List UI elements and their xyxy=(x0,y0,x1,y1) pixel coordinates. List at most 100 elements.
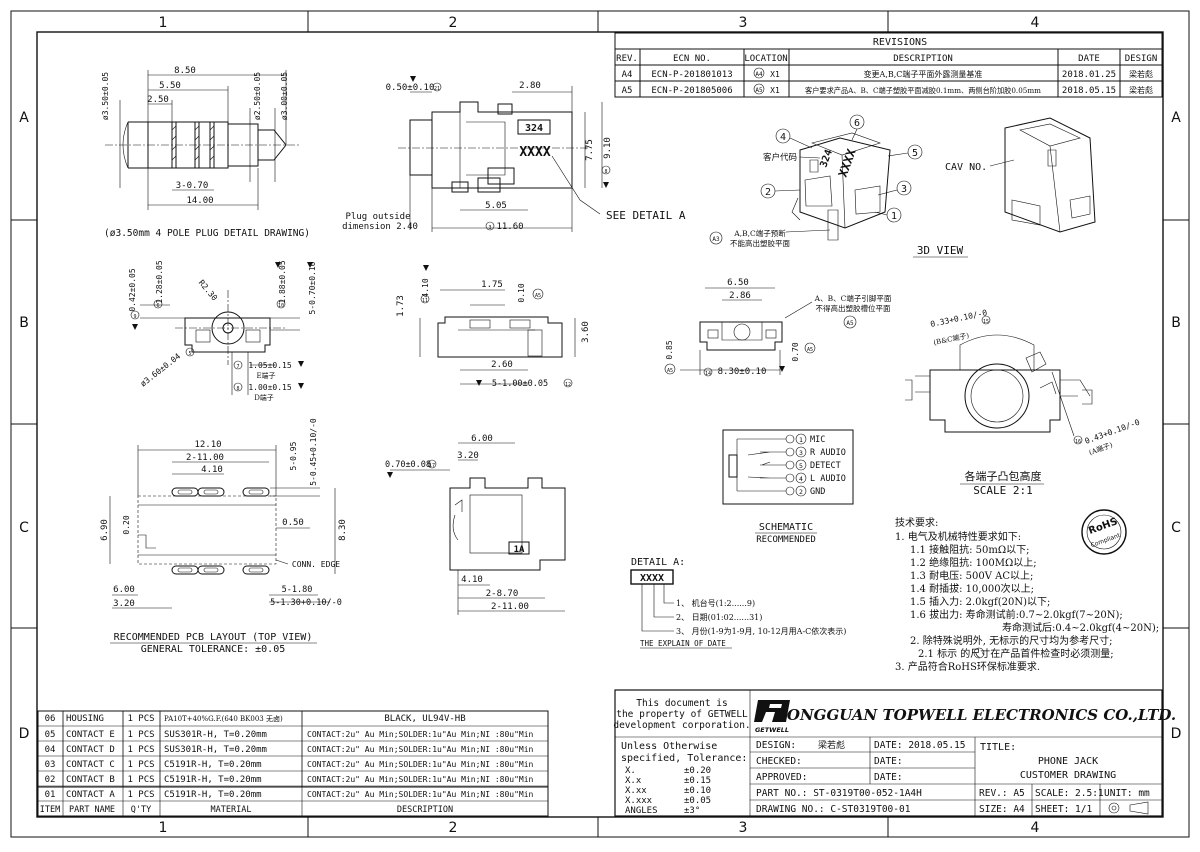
bump-dim-033-tag: 15 xyxy=(983,319,989,325)
pcb-side-dim-870: 2-8.70 xyxy=(486,589,519,599)
iso-label-5: 5 xyxy=(912,148,918,159)
detail-a-code: XXXX xyxy=(640,573,664,584)
pcb-dim-1100: 2-11.00 xyxy=(186,453,224,463)
schematic-title: SCHEMATIC xyxy=(759,522,813,533)
pcb-tolerance: GENERAL TOLERANCE: ±0.05 xyxy=(141,644,286,655)
bom-row-05-qty: 1 PCS xyxy=(127,730,154,740)
rev-header-ecn: ECN NO. xyxy=(673,54,711,64)
col-label-top-2: 2 xyxy=(449,15,458,31)
front-dim-d360-tag: 5 xyxy=(188,351,191,357)
front-dim-100-tag: 8 xyxy=(236,386,239,392)
pcb-side-dim-320: 3.20 xyxy=(457,451,479,461)
bom-row-02-part: CONTACT B xyxy=(66,775,115,785)
pcb-title: RECOMMENDED PCB LAYOUT (TOP VIEW) xyxy=(114,632,313,643)
pcb-side-dim-410: 4.10 xyxy=(461,575,483,585)
pcb-conn-edge: CONN. EDGE xyxy=(292,560,340,569)
schematic-pin-1-num: 1 xyxy=(799,436,803,444)
schematic-pin-4-name: L AUDIO xyxy=(810,474,846,484)
schematic-pin-3-num: 3 xyxy=(799,449,803,457)
schematic: 1 3 5 4 2 MIC R AUDIO DETECT L AUDIO GND… xyxy=(722,429,854,545)
schematic-pin-2-num: 2 xyxy=(799,488,803,496)
col-label-top-3: 3 xyxy=(739,15,748,31)
iso-label-4: 4 xyxy=(780,132,786,143)
bom-row-01-qty: 1 PCS xyxy=(127,790,154,800)
schematic-pin-5-num: 5 xyxy=(799,462,803,470)
side-b-dim-175: 1.75 xyxy=(481,280,503,290)
bom-row-02-desc: CONTACT:2u" Au Min;SOLDER:1u"Au Min;NI :… xyxy=(307,775,534,784)
bom-row-05-item: 05 xyxy=(45,730,56,740)
detail-a-line-3: 3、 月份(1-9为1-9月, 10-12月用A-C依次表示) xyxy=(676,626,846,636)
iso-label-1: 1 xyxy=(891,211,897,222)
bom-header-1: PART NAME xyxy=(69,805,115,815)
bom-row-06-qty: 1 PCS xyxy=(127,714,154,724)
title-label: TITLE: xyxy=(980,742,1016,753)
bom-row-04-desc: CONTACT:2u" Au Min;SOLDER:1u"Au Min;NI :… xyxy=(307,745,534,754)
tech-line-1-3: 1.3 耐电压: 500V AC以上; xyxy=(910,569,1033,582)
see-detail-a: SEE DETAIL A xyxy=(606,209,686,222)
side-b-dim-500: 5-1.00±0.05 xyxy=(492,379,548,389)
company-logo: GETWELL xyxy=(754,700,790,734)
plug-dim-d300: ø3.00±0.05 xyxy=(280,72,289,120)
property-line-3: development corporation. xyxy=(613,720,750,731)
pcb-dim-050: 0.50 xyxy=(282,518,304,528)
pcb-side-view-c2: 1A 6.00 3.20 0.70±0.08 17 4.10 2-8.70 2-… xyxy=(385,434,566,615)
rev-row-2-date: 2018.05.15 xyxy=(1062,86,1116,96)
pcb-dim-020: 0.20 xyxy=(122,515,131,534)
tech-line-2-1: 2.1 标示 的尺寸在产品首件检查时必须测量; xyxy=(918,647,1114,660)
bom-row-05-material: SUS301R-H, T=0.20mm xyxy=(164,730,267,740)
schematic-pin-4-num: 4 xyxy=(799,475,803,483)
rev-row-1-design: 梁若彪 xyxy=(1129,69,1153,79)
bom-row-03-item: 03 xyxy=(45,760,56,770)
iso-label-6: 6 xyxy=(854,118,860,129)
schematic-pin-3-name: R AUDIO xyxy=(810,448,846,458)
pcb-dim-690: 6.90 xyxy=(100,519,110,541)
bump-title: 各端子凸包高度 xyxy=(965,469,1042,483)
side-dim-775: 7.75 xyxy=(585,139,595,161)
pcb-dim-130: 5-1.30+0.10/-0 xyxy=(270,598,342,608)
side-dim-050-tag: 21 xyxy=(434,86,440,92)
detail-a-line-2: 2、 日期(01:02......31) xyxy=(676,613,762,622)
pcb-layout-view: 12.10 2-11.00 4.10 5-0.95 5-0.45+0.10/-0… xyxy=(100,418,348,655)
plug-dim-250: 2.50 xyxy=(147,95,169,105)
plug-dim-550: 5.50 xyxy=(159,81,181,91)
bom-row-04-part: CONTACT D xyxy=(66,745,115,755)
side-b-dim-010: 0.10 xyxy=(517,283,526,302)
pcb-dim-045: 5-0.45+0.10/-0 xyxy=(309,418,318,486)
rev-field: REV.: A5 xyxy=(979,788,1025,799)
iso-note-tag: A3 xyxy=(712,236,720,243)
pcb-dim-1210: 12.10 xyxy=(194,440,221,450)
tech-title: 技术要求: xyxy=(895,516,938,529)
tol-val-1: ±0.20 xyxy=(684,766,711,776)
iso-mark-324: 324 xyxy=(818,148,835,169)
pcb-side-mark-1a: 1A xyxy=(514,545,525,555)
schematic-pin-1-name: MIC xyxy=(810,435,825,445)
side-b-dim-410-tag: 11 xyxy=(422,298,428,304)
rev-row-1-date: 2018.01.25 xyxy=(1062,70,1116,80)
revisions-table: REVISIONS REV. ECN NO. LOCATION DESCRIPT… xyxy=(614,32,1163,98)
pcb-dim-600: 6.00 xyxy=(113,585,135,595)
date-1: DATE: 2018.05.15 xyxy=(874,740,966,751)
tol-val-3: ±0.10 xyxy=(684,786,711,796)
plug-dim-d350: ø3.50±0.05 xyxy=(101,72,110,120)
bom-row-03-part: CONTACT C xyxy=(66,760,115,770)
side-dim-280: 2.80 xyxy=(519,81,541,91)
plug-outside-line-2: dimension 2.40 xyxy=(342,222,418,232)
rear-note-2: 不得高出塑胶槽位平面 xyxy=(816,303,891,313)
rev-header-design: DESIGN xyxy=(1125,54,1158,64)
tech-line-1-4: 1.4 耐插拔: 10,000次以上; xyxy=(910,582,1034,595)
tol-key-3: X.xx xyxy=(625,786,647,796)
detail-a: DETAIL A: XXXX 1、 机台号(1:2......9) 2、 日期(… xyxy=(630,557,846,649)
bom-header-0: ITEM xyxy=(40,805,60,815)
col-label-bottom-1: 1 xyxy=(159,820,168,836)
title-line-1: PHONE JACK xyxy=(1038,756,1098,767)
rear-dim-650: 6.50 xyxy=(727,278,749,288)
bom-row-02-item: 02 xyxy=(45,775,56,785)
side-mark-xxxx: XXXX xyxy=(519,145,550,160)
rev-row-2-loc-tag: A5 xyxy=(755,87,763,94)
bom-row-06-item: 06 xyxy=(45,714,56,724)
rev-row-2-rev: A5 xyxy=(622,86,633,96)
bom-row-05-desc: CONTACT:2u" Au Min;SOLDER:1u"Au Min;NI :… xyxy=(307,730,534,739)
row-label-left-b: B xyxy=(19,315,29,331)
rear-dim-286: 2.86 xyxy=(729,291,751,301)
bom-row-01-material: C5191R-H, T=0.20mm xyxy=(164,790,262,800)
